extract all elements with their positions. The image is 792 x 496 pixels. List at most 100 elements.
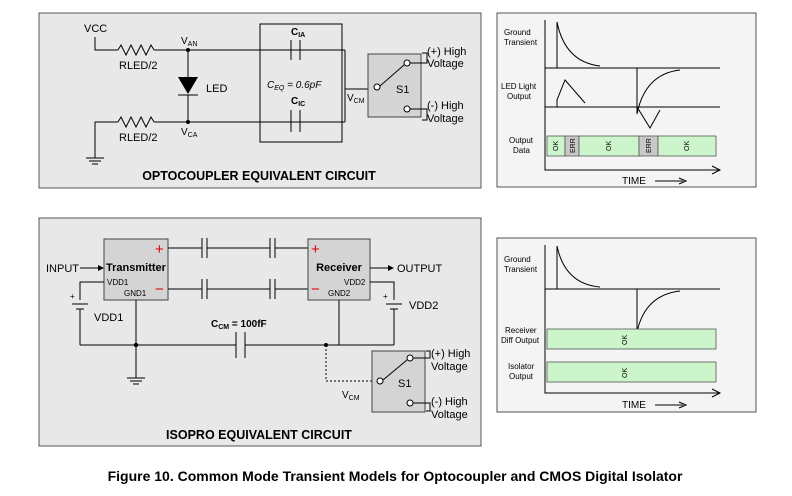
rled-bottom-resistor: [117, 115, 155, 129]
iso-out-ok-text: OK: [622, 368, 629, 378]
cic-label: CIC: [291, 96, 305, 108]
led-pulse-down: [636, 106, 661, 129]
iso-neg-high-voltage-line2: Voltage: [431, 409, 468, 421]
transmitter-plus: +: [155, 241, 164, 258]
vca-node: [186, 120, 190, 124]
iso-pos-terminal-wire: [413, 350, 431, 359]
ccm-capacitor: [235, 332, 246, 358]
iso-timing-panel: Ground Transient Receiver Diff Output OK…: [496, 237, 757, 413]
s1-contact-bottom: [403, 105, 411, 113]
ground-wire: [94, 121, 118, 158]
receiver-vdd2-pin: VDD2: [344, 278, 366, 287]
led-diode-symbol: [178, 77, 198, 94]
opto-time-label: TIME: [622, 176, 646, 187]
pos-high-voltage-line2: Voltage: [427, 58, 464, 70]
iso-out-ok-bar: [546, 361, 717, 383]
vcm-label: VCM: [347, 93, 365, 105]
ceq-label: CEQ = 0.6pF: [267, 80, 322, 92]
vdd1-label: VDD1: [94, 312, 123, 324]
opto-time-axis-arrow: [711, 165, 722, 175]
iso-time-label: TIME: [622, 400, 646, 411]
opto-timing-bg: [496, 12, 757, 188]
s1-contact-top: [403, 59, 411, 67]
iso-time-axis-arrow: [711, 388, 722, 398]
rled-top-resistor: [117, 43, 155, 57]
opto-seg-ok-3-text: OK: [684, 141, 691, 151]
iso-time-arrow-head: [678, 401, 688, 409]
neg-terminal-wire: [410, 108, 428, 121]
opto-timing-axes: [544, 20, 720, 171]
iso-rx-ok-bar: [546, 328, 717, 350]
iso-s1-contact-top: [406, 354, 414, 362]
opto-ground-label-1: Ground: [504, 28, 531, 37]
iso-neg-high-voltage-line1: (-) High: [431, 396, 468, 408]
transmitter-minus: −: [155, 281, 164, 298]
iso-out-label-2: Output: [509, 372, 534, 381]
receiver-plus: +: [311, 241, 320, 258]
output-arrow: [388, 265, 394, 271]
pos-terminal-wire: [410, 52, 428, 64]
opto-seg-ok-2-text: OK: [606, 141, 613, 151]
led-label: LED: [206, 83, 227, 95]
s1-label: S1: [396, 84, 409, 96]
vcm-dotted-wire: [325, 345, 374, 382]
receiver-gnd2-pin: GND2: [328, 289, 351, 298]
receiver-label: Receiver: [316, 262, 363, 274]
opto-seg-ok-3: [657, 135, 717, 157]
opto-led-label-2: Output: [507, 92, 532, 101]
vdd1-wire-top: [79, 281, 104, 300]
vcc-wire: [94, 37, 118, 51]
diff-capacitors-top: [201, 238, 276, 258]
cia-label: CIA: [291, 27, 305, 39]
s1-pivot: [373, 83, 381, 91]
ceq-box: [259, 23, 343, 143]
rled-top-label: RLED/2: [119, 60, 158, 72]
cic-capacitor: [290, 110, 301, 132]
iso-vcm-label: VCM: [342, 390, 360, 402]
iso-rx-label-1: Receiver: [505, 326, 537, 335]
ccm-label: CCM = 100fF: [211, 319, 267, 331]
vdd2-wire-top: [370, 281, 395, 300]
iso-out-label-1: Isolator: [508, 362, 535, 371]
iso-neg-terminal-wire: [413, 402, 431, 412]
iso-ground-label-2: Transient: [504, 265, 538, 274]
vca-label: VCA: [181, 127, 198, 139]
input-label: INPUT: [46, 263, 79, 275]
iso-ground-decay-down: [636, 290, 681, 333]
iso-rx-label-2: Diff Output: [501, 336, 540, 345]
diff-capacitors-bottom: [201, 279, 276, 299]
vcc-label: VCC: [84, 23, 107, 35]
opto-out-label-2: Data: [513, 146, 530, 155]
transmitter-vdd1-pin: VDD1: [107, 278, 129, 287]
receiver-minus: −: [311, 281, 320, 298]
optocoupler-panel: VCC RLED/2 VAN LED RLED/2 VCA CIA CEQ = …: [38, 12, 482, 189]
opto-time-arrow-head: [678, 177, 688, 185]
led-pulse-up: [556, 79, 586, 107]
transmitter-gnd1-pin: GND1: [124, 289, 147, 298]
output-label: OUTPUT: [397, 263, 443, 275]
iso-pos-high-voltage-line1: (+) High: [431, 348, 470, 360]
transmitter-block: [103, 238, 169, 301]
iso-rx-ok-text: OK: [622, 335, 629, 345]
opto-seg-ok-1-text: OK: [553, 141, 560, 151]
isopro-panel: INPUT Transmitter VDD1 GND1 + − Receiver…: [38, 217, 482, 447]
iso-s1-contact-bottom: [406, 399, 414, 407]
neg-high-voltage-line1: (-) High: [427, 100, 464, 112]
opto-timing-panel: Ground Transient LED Light Output Output…: [496, 12, 757, 188]
iso-s1-blade: [382, 359, 408, 381]
iso-s1-label: S1: [398, 378, 411, 390]
ground-symbol: [86, 157, 104, 165]
cia-capacitor: [290, 40, 301, 60]
optocoupler-title: OPTOCOUPLER EQUIVALENT CIRCUIT: [142, 169, 376, 183]
opto-led-label-1: LED Light: [501, 82, 537, 91]
iso-ground-label-1: Ground: [504, 255, 531, 264]
ground-symbol-iso: [127, 377, 145, 385]
vdd2-battery-plus: +: [383, 292, 388, 301]
opto-ground-label-2: Transient: [504, 38, 538, 47]
iso-s1-pivot: [376, 377, 384, 385]
van-label: VAN: [181, 36, 197, 48]
ground-decay-up: [556, 21, 601, 67]
opto-seg-err-1-text: ERR: [570, 138, 577, 153]
input-arrow: [98, 265, 104, 271]
